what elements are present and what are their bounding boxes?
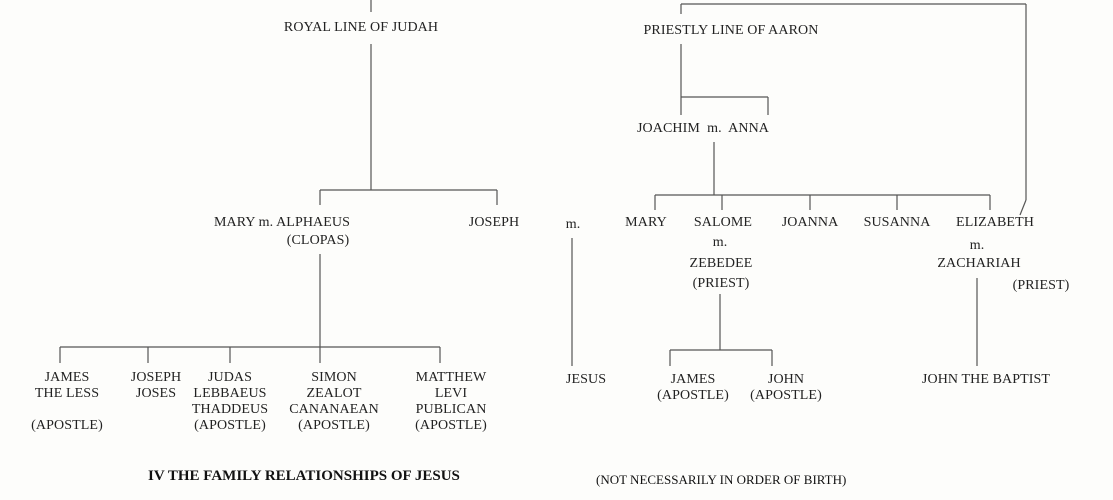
node-jesus: JESUS bbox=[565, 372, 607, 387]
node-zebedee: ZEBEDEE bbox=[689, 256, 753, 271]
node-susanna: SUSANNA bbox=[863, 215, 931, 230]
node-elizabeth: ELIZABETH bbox=[956, 215, 1034, 230]
node-joseph: JOSEPH bbox=[468, 215, 520, 230]
node-mary: MARY bbox=[625, 215, 667, 230]
node-judas-thaddeus: JUDAS LEBBAEUS THADDEUS (APOSTLE) bbox=[191, 370, 269, 433]
node-matthew-levi: MATTHEW LEVI PUBLICAN (APOSTLE) bbox=[415, 370, 487, 433]
node-joachim-m-anna: JOACHIM m. ANNA bbox=[637, 121, 769, 136]
marriage-salome-zebedee: m. bbox=[712, 235, 728, 250]
node-priestly-line-of-aaron: PRIESTLY LINE OF AARON bbox=[643, 23, 819, 38]
node-james-the-less: JAMES THE LESS (APOSTLE) bbox=[31, 370, 103, 433]
node-zebedee-role: (PRIEST) bbox=[692, 276, 750, 291]
connector bbox=[1019, 199, 1027, 216]
node-mary-m-alphaeus: MARY m. ALPHAEUS bbox=[213, 215, 351, 230]
node-royal-line-of-judah: ROYAL LINE OF JUDAH bbox=[283, 20, 439, 35]
node-zachariah-role: (PRIEST) bbox=[1012, 278, 1070, 293]
node-james-apostle: JAMES (APOSTLE) bbox=[657, 372, 729, 403]
node-joseph-joses: JOSEPH JOSES bbox=[130, 370, 182, 401]
node-salome: SALOME bbox=[693, 215, 753, 230]
node-john-the-baptist: JOHN THE BAPTIST bbox=[921, 372, 1051, 387]
node-zachariah: ZACHARIAH bbox=[937, 256, 1021, 271]
node-john-apostle: JOHN (APOSTLE) bbox=[750, 372, 822, 403]
marriage-elizabeth-zachariah: m. bbox=[969, 238, 985, 253]
node-joanna: JOANNA bbox=[781, 215, 839, 230]
marriage-joseph-mary: m. bbox=[565, 217, 581, 232]
diagram-caption: IV THE FAMILY RELATIONSHIPS OF JESUS bbox=[148, 468, 460, 484]
node-clopas: (CLOPAS) bbox=[286, 233, 350, 248]
diagram-note: (NOT NECESSARILY IN ORDER OF BIRTH) bbox=[596, 472, 847, 487]
node-simon-zealot: SIMON ZEALOT CANANAEAN (APOSTLE) bbox=[289, 370, 379, 433]
